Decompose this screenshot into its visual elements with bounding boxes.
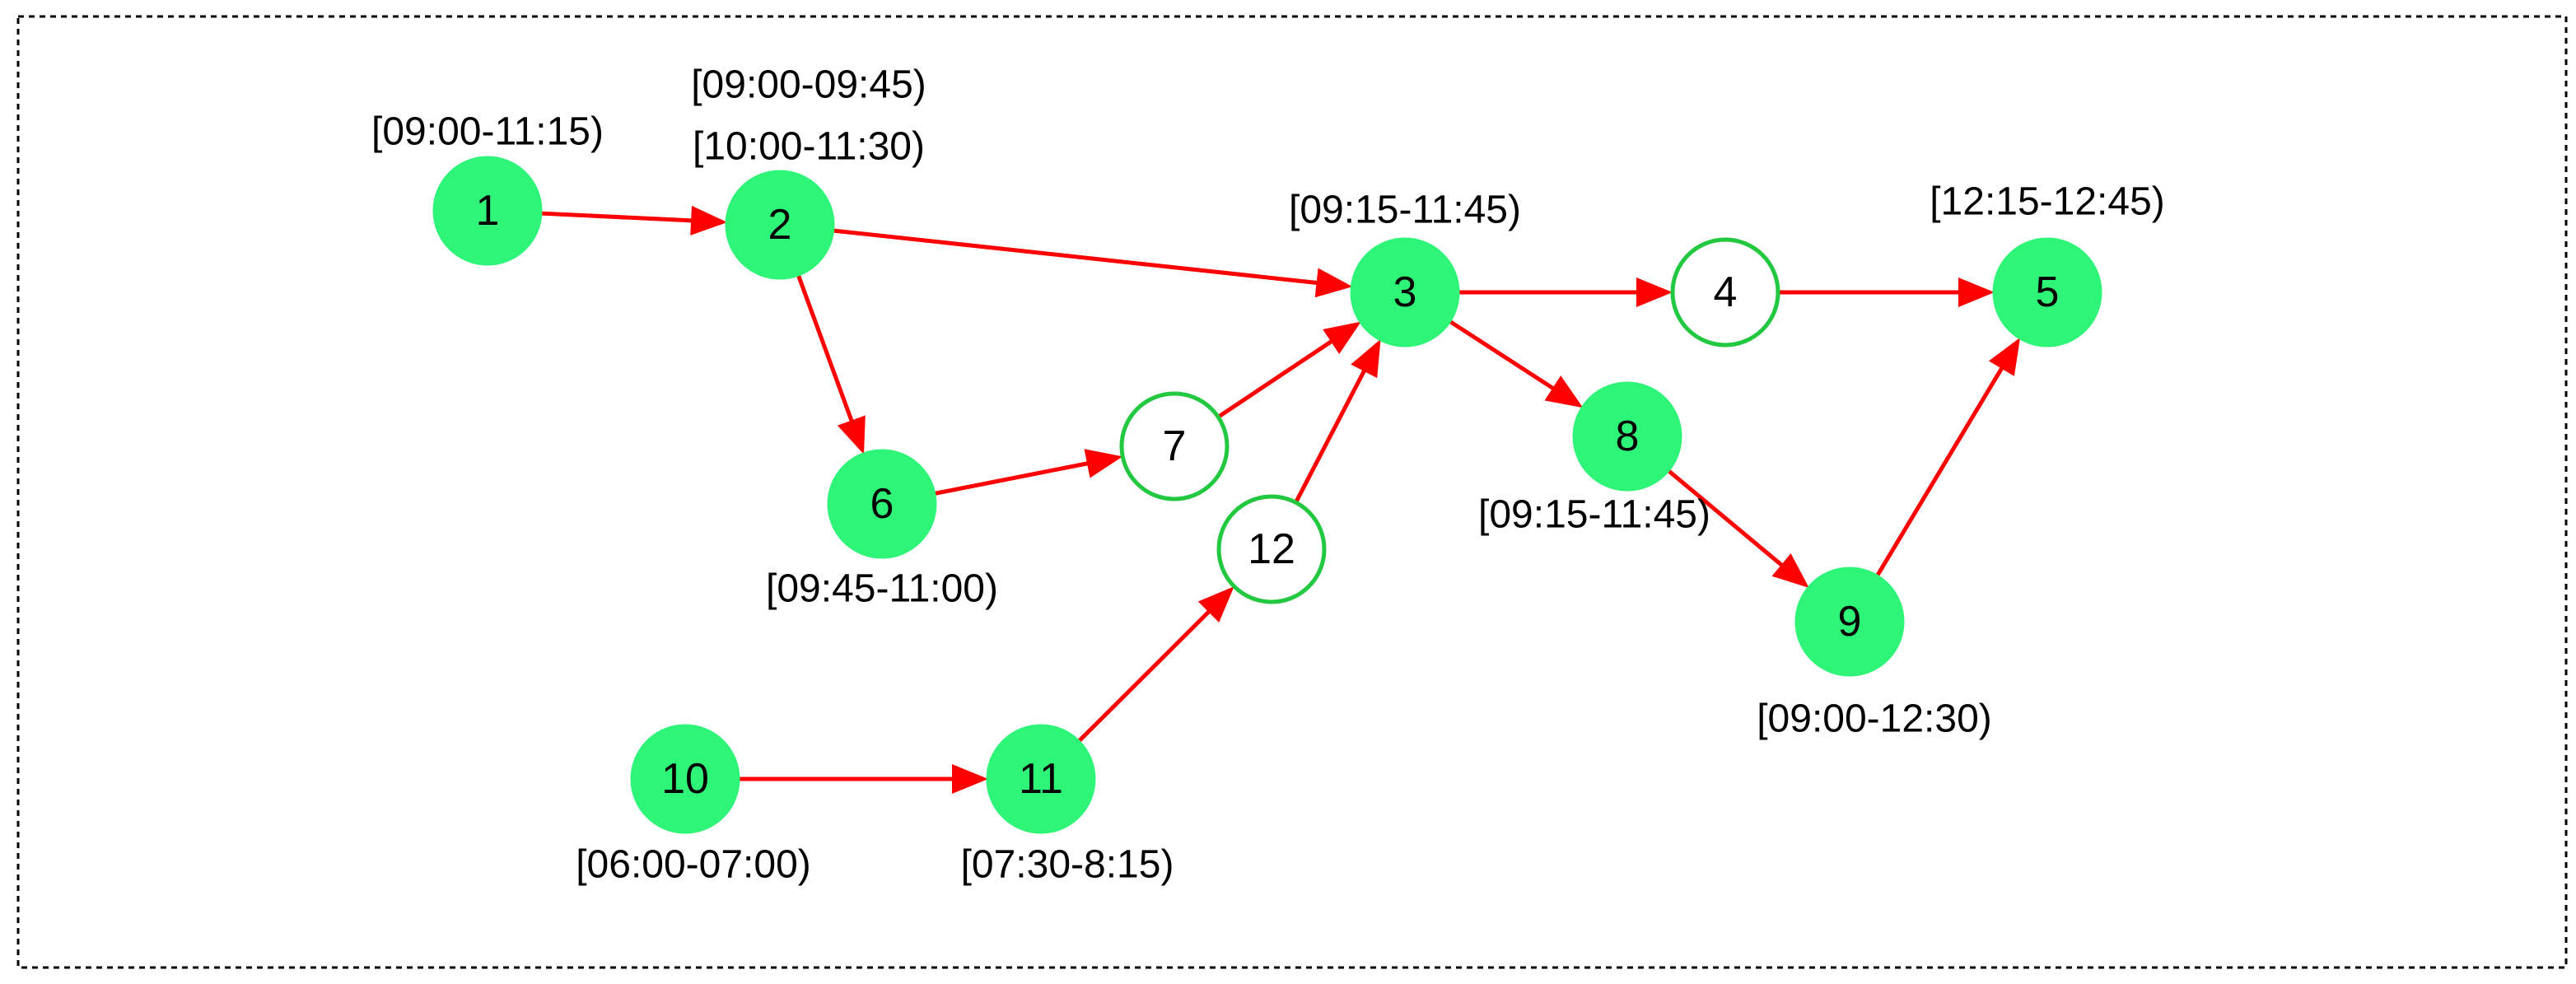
time-window-label-node-5: [12:15-12:45) [1930, 180, 2165, 224]
node-filled-circle [432, 156, 543, 266]
node-label: 7 [1163, 422, 1187, 470]
edge-7-to-3 [1216, 321, 1361, 419]
node-filled-circle [986, 724, 1096, 834]
arrowhead [1351, 338, 1381, 379]
arrowhead [1314, 268, 1353, 298]
node-filled-circle [1992, 237, 2102, 347]
edge-8-to-9 [1666, 469, 1809, 589]
edge-line [796, 273, 855, 425]
node-filled-circle [827, 449, 937, 559]
arrowhead [690, 205, 728, 236]
edge-6-to-7 [933, 449, 1123, 497]
edge-line [1294, 367, 1368, 504]
arrowhead [1771, 553, 1809, 589]
node-label: 3 [1393, 268, 1417, 316]
node-label: 9 [1838, 598, 1862, 646]
time-window-label-node-9: [09:00-12:30) [1757, 697, 1992, 741]
node-filled-circle [1794, 567, 1905, 677]
arrowhead [1988, 337, 2021, 376]
edge-9-to-5 [1874, 337, 2021, 578]
node-1: 1 [432, 156, 543, 266]
time-window-label-node-8: [09:15-11:45) [1478, 493, 1710, 537]
arrowhead [1197, 586, 1234, 623]
node-filled-circle [630, 724, 740, 834]
edge-line [539, 211, 695, 223]
edge-1-to-2 [539, 205, 728, 236]
node-label: 12 [1248, 525, 1295, 573]
edge-2-to-6 [796, 273, 866, 455]
time-window-label-node-2: [09:00-09:45) [691, 63, 926, 107]
edge-11-to-12 [1076, 586, 1234, 744]
node-6: 6 [827, 449, 937, 559]
time-window-label-node-6: [09:45-11:00) [766, 567, 998, 611]
node-8: 8 [1572, 381, 1682, 492]
arrowhead [952, 764, 988, 794]
arrowhead [1958, 277, 1995, 307]
node-3: 3 [1350, 237, 1460, 347]
node-label: 4 [1714, 268, 1738, 316]
time-window-labels: [09:00-11:15) [09:00-09:45) [10:00-11:30) [… [371, 63, 2165, 887]
node-open-circle [1670, 237, 1780, 347]
edge-line [933, 460, 1091, 497]
arrowhead [1084, 449, 1123, 478]
time-window-label-node-2: [10:00-11:30) [693, 125, 925, 169]
edge-line [1076, 608, 1213, 744]
node-label: 5 [2036, 268, 2060, 316]
node-filled-circle [725, 170, 835, 280]
arrowhead [837, 415, 866, 455]
node-label: 1 [476, 187, 500, 235]
edge-line [832, 228, 1320, 286]
time-window-label-node-10: [06:00-07:00) [576, 843, 811, 887]
arrowhead [1636, 277, 1673, 307]
node-12: 12 [1216, 494, 1327, 604]
edge-3-to-4 [1458, 277, 1673, 307]
node-9: 9 [1794, 567, 1905, 677]
node-filled-circle [1572, 381, 1682, 492]
node-7: 7 [1119, 391, 1230, 501]
node-4: 4 [1670, 237, 1780, 347]
edge-12-to-3 [1294, 338, 1381, 504]
edge-line [1666, 469, 1785, 569]
edge-2-to-3 [832, 228, 1353, 298]
time-window-label-node-11: [07:30-8:15) [961, 843, 1174, 887]
node-label: 8 [1616, 413, 1640, 460]
node-filled-circle [1350, 237, 1460, 347]
time-window-label-node-1: [09:00-11:15) [371, 110, 604, 154]
node-label: 11 [1019, 755, 1063, 803]
edge-line [1216, 338, 1335, 419]
arrowhead [1544, 375, 1584, 408]
node-11: 11 [986, 724, 1096, 834]
edges-layer [539, 205, 2021, 794]
edge-line [1874, 364, 2005, 578]
node-5: 5 [1992, 237, 2102, 347]
node-open-circle [1119, 391, 1230, 501]
node-open-circle [1216, 494, 1327, 604]
edge-4-to-5 [1778, 277, 1995, 307]
dashed-frame [16, 15, 2568, 969]
arrowhead [1323, 321, 1361, 354]
edge-line [1448, 319, 1557, 392]
node-label: 10 [661, 755, 709, 803]
node-label: 2 [768, 201, 792, 249]
node-2: 2 [725, 170, 835, 280]
node-10: 10 [630, 724, 740, 834]
time-window-label-node-3: [09:15-11:45) [1289, 189, 1521, 232]
node-label: 6 [870, 480, 894, 528]
edge-3-to-8 [1448, 319, 1584, 408]
edge-10-to-11 [738, 764, 988, 794]
